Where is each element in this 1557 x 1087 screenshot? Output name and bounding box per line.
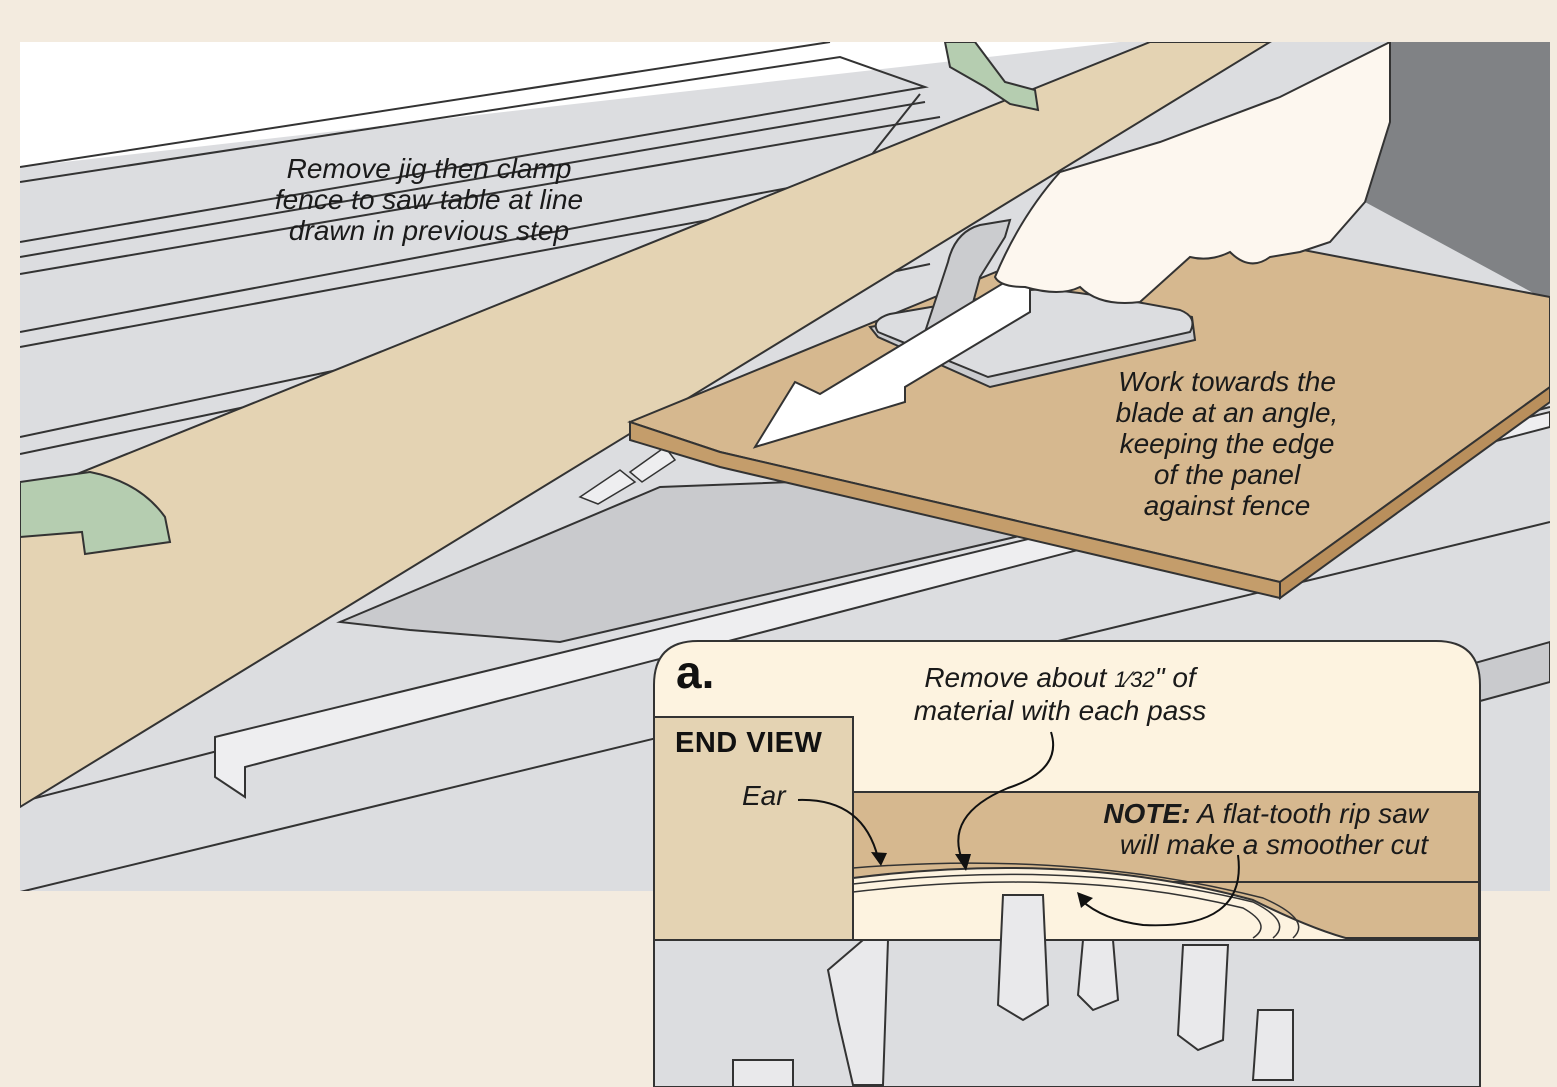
inset-title: END VIEW (675, 727, 823, 759)
fence-instruction-callout: Remove jig then clamp fence to saw table… (244, 153, 614, 246)
saw-note-line-2: will make a smoother cut (1119, 829, 1428, 860)
feed-direction-arrow (752, 265, 1031, 449)
remove-material-line-1: Remove about 1⁄32" of (924, 662, 1196, 693)
panel-instruction-line-3: keeping the edge (1119, 428, 1335, 459)
panel-instruction-line-4: of the panel (1153, 459, 1301, 490)
note-leader (1080, 854, 1240, 927)
remove-material-line-2: material with each pass (913, 695, 1207, 726)
ear-label: Ear (742, 780, 786, 811)
remove-leader (957, 731, 1055, 863)
saw-note-callout: NOTE: A flat-tooth rip saw will make a s… (1040, 798, 1428, 860)
outfeed-shadow (1365, 42, 1550, 302)
inset-letter: a. (676, 646, 715, 698)
ear-leader (797, 798, 879, 859)
workpiece-panel-side (1279, 385, 1550, 600)
inset-panel (852, 791, 1480, 883)
inset-shavings (852, 862, 1300, 939)
panel-instruction-callout: Work towards the blade at an angle, keep… (1082, 366, 1372, 521)
inset-fence-block (653, 716, 854, 941)
hand (993, 42, 1391, 304)
background-wall (20, 42, 1120, 167)
inset-cut-kerf (852, 866, 1354, 941)
fence-instruction-line-2: fence to saw table at line (274, 184, 584, 215)
ear-arrowhead (871, 852, 887, 866)
note-arrowhead (1077, 892, 1093, 908)
main-illustration (20, 42, 1550, 891)
end-view-inset (653, 640, 1481, 1087)
saw-note-line-1: NOTE: A flat-tooth rip saw (1103, 798, 1428, 829)
fence-instruction-line-1: Remove jig then clamp (286, 153, 572, 184)
remove-arrowhead (955, 854, 971, 871)
remove-material-callout: Remove about 1⁄32" of material with each… (880, 662, 1240, 726)
fence-clamp-top (943, 42, 1040, 112)
panel-instruction-line-5: against fence (1143, 490, 1311, 521)
fence-instruction-line-3: drawn in previous step (288, 215, 570, 246)
inset-blade-teeth (732, 894, 1294, 1087)
panel-instruction-line-2: blade at an angle, (1115, 397, 1339, 428)
fence-clamp-left (20, 470, 172, 556)
panel-instruction-line-1: Work towards the (1118, 366, 1336, 397)
saw-blade-teeth (578, 445, 677, 505)
